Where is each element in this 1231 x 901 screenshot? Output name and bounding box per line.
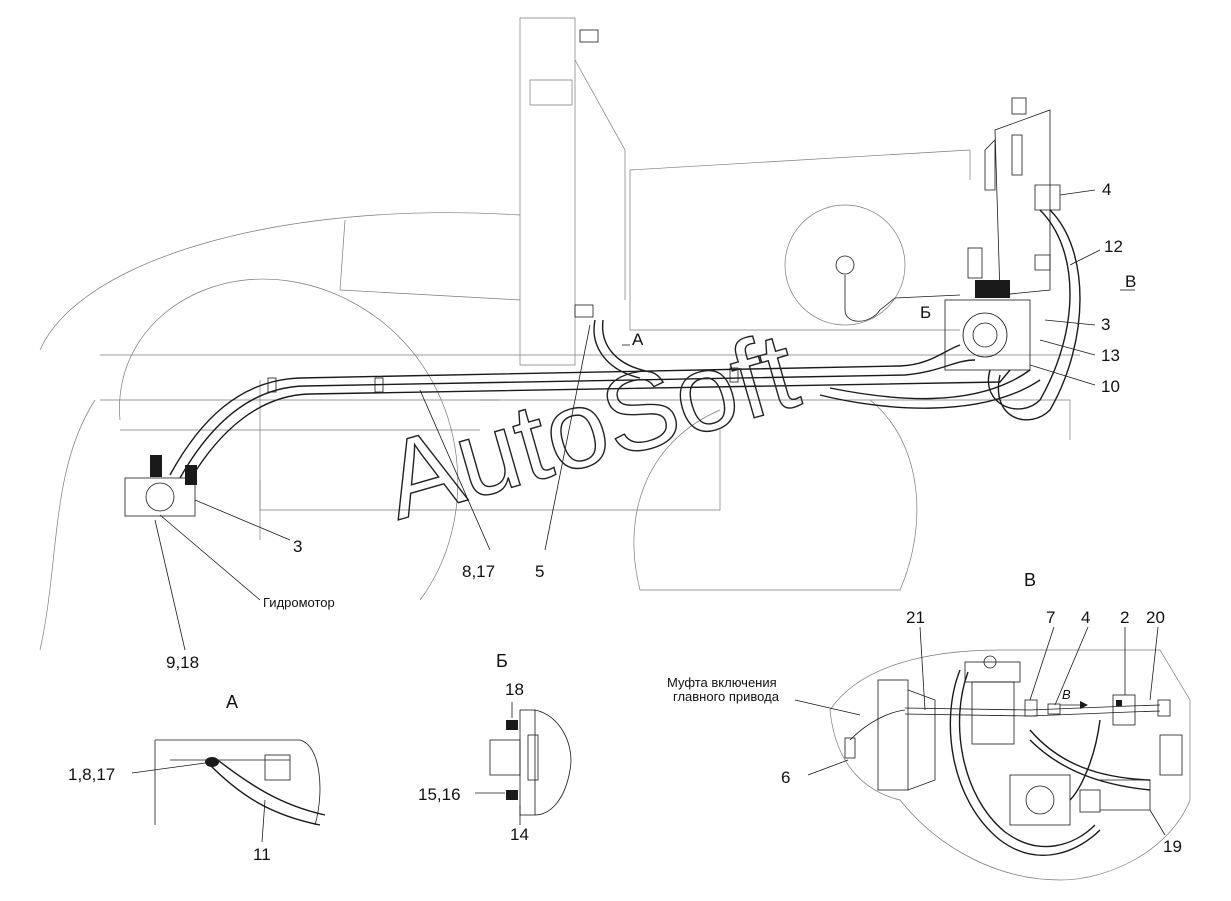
- callout-12: 12: [1104, 237, 1123, 256]
- detail-view-a: А 1,8,17 11: [68, 692, 326, 864]
- callout-6: 6: [781, 768, 790, 787]
- main-hose-bundle: [169, 29, 1081, 481]
- main-view-leaders: [154, 189, 1135, 651]
- callout-18: 18: [505, 680, 524, 699]
- callout-20: 20: [1146, 608, 1165, 627]
- callout-14: 14: [510, 825, 529, 844]
- background-frame-outline: [39, 17, 1080, 651]
- section-arrow-v: В: [1125, 272, 1136, 291]
- view-a-title: А: [226, 692, 238, 712]
- watermark-text: AutoSoft: [371, 309, 811, 544]
- flow-arrow-label: В: [1062, 687, 1071, 702]
- main-view: 4 12 В Б 3 13 10 А 3 8,17 5 Гидромотор 9…: [39, 17, 1136, 672]
- callout-8-17: 8,17: [462, 562, 495, 581]
- detail-view-v: В: [667, 570, 1191, 881]
- hydromotor-label: Гидромотор: [263, 595, 335, 610]
- callout-4: 4: [1102, 180, 1111, 199]
- watermark: AutoSoft: [370, 308, 811, 544]
- callout-4-view-v: 4: [1081, 608, 1090, 627]
- hydromotor: [124, 455, 197, 517]
- callout-2: 2: [1120, 608, 1129, 627]
- clutch-label-line1: Муфта включения: [667, 675, 777, 690]
- callout-1-8-17: 1,8,17: [68, 765, 115, 784]
- callout-15-16: 15,16: [418, 785, 461, 804]
- callout-10: 10: [1101, 377, 1120, 396]
- callout-13: 13: [1101, 346, 1120, 365]
- clutch-label-line2: главного привода: [673, 689, 780, 704]
- hydraulic-tank: [984, 97, 1061, 296]
- detail-view-b: Б 18 15,16 14: [418, 651, 572, 844]
- callout-19: 19: [1163, 837, 1182, 856]
- callout-3-right: 3: [1101, 315, 1110, 334]
- section-mark-b: Б: [920, 303, 931, 322]
- callout-21: 21: [906, 608, 925, 627]
- callout-9-18: 9,18: [166, 653, 199, 672]
- callout-5: 5: [535, 562, 544, 581]
- gauge-line: [835, 255, 961, 322]
- section-arrow-a: А: [632, 330, 644, 349]
- view-v-title: В: [1024, 570, 1036, 590]
- callout-7: 7: [1046, 608, 1055, 627]
- hydraulic-pump: [944, 247, 1031, 371]
- callout-11: 11: [253, 845, 271, 864]
- view-b-title: Б: [496, 651, 508, 671]
- callout-3-left: 3: [293, 537, 302, 556]
